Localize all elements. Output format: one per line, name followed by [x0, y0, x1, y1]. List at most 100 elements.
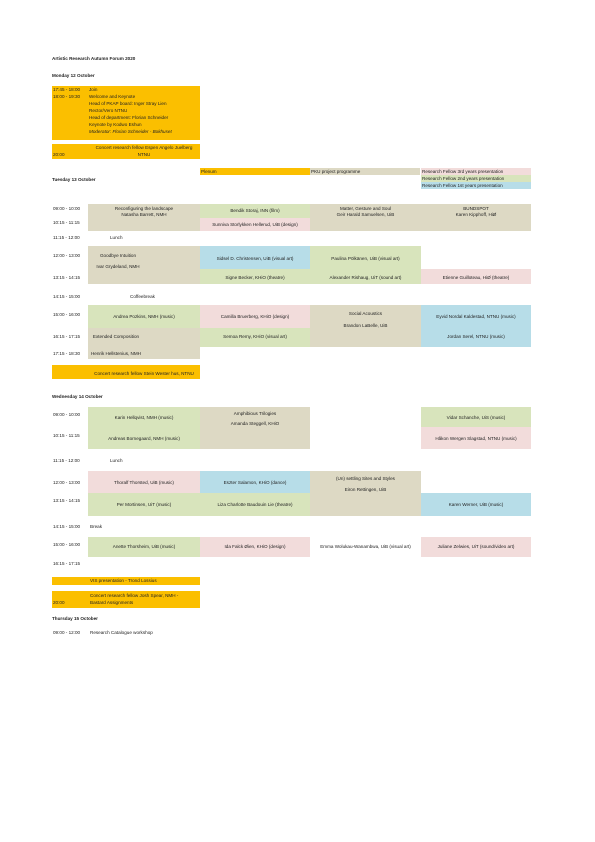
session-speaker: Natasha Barrett, NMH — [121, 212, 167, 217]
session-text: Moderator: Florian Schneider - Bokhuset — [89, 129, 172, 134]
session-text: Concert research fellow Espen Angelo Jue… — [95, 145, 193, 150]
session-speaker: Karen Kipphoff, HiØ — [455, 212, 497, 217]
time-label: 11:15 - 12:00 — [53, 235, 80, 240]
session-speaker: Camilla Bruerberg, KHiO (design) — [220, 314, 290, 319]
session-speaker: Sidsel D. Christensen, UiB (visual art) — [216, 256, 294, 261]
legend-plenum-swatch — [200, 168, 310, 175]
session-speaker: Ivar Grydeland, NMH — [96, 264, 140, 269]
legend-prio: PKU project programme — [311, 169, 361, 174]
page-title: Artistic Research Autumn Forum 2020 — [52, 56, 136, 61]
session-cell — [200, 204, 310, 218]
session-cell — [421, 204, 531, 231]
session-cell — [421, 537, 531, 557]
legend-year3: Research Fellow 3rd years presentation — [422, 169, 504, 174]
session-title: Extended Composition — [92, 334, 140, 339]
session-cell — [88, 427, 200, 449]
session-speaker: Andrea Pozkins, NMH (music) — [113, 314, 175, 319]
time-label: 13:15 - 14:15 — [53, 275, 81, 280]
session-speaker: Sunniva Storlykken Hellerud, UiB (design… — [212, 222, 298, 227]
session-text: Bastard Assignments — [90, 600, 134, 605]
session-text: Join — [89, 87, 98, 92]
session-speaker: Geir Harald Samuelsen, UiB — [336, 212, 395, 217]
tuesday-heading: Tuesday 13 October — [52, 177, 96, 182]
session-cell — [200, 493, 310, 516]
session-cell — [200, 218, 310, 231]
session-speaker: Eyvid Nordal Kaldestad, NTNU (music) — [436, 314, 516, 319]
session-cell — [310, 269, 421, 284]
time-label: 09:00 - 12:00 — [53, 630, 81, 635]
session-cell — [310, 305, 421, 347]
session-text: Concert research fellow Josh Spear, NMH … — [90, 593, 179, 598]
time-label: 14:15 - 15:00 — [53, 524, 81, 529]
monday-concert-block — [52, 144, 200, 159]
time-label: 13:15 - 14:15 — [53, 498, 81, 503]
session-speaker: Etienne Guilloteau, HiØ (theatre) — [442, 275, 510, 280]
session-speaker: Eszter Salamon, KHiO (dance) — [223, 480, 287, 485]
session-title: Goodbye Intuition — [99, 253, 136, 258]
legend-year1-swatch — [421, 182, 531, 189]
session-speaker: Jordan Serel, NTNU (music) — [447, 334, 505, 339]
session-text: Lunch — [110, 235, 123, 240]
session-speaker: Amanda Steggell, KHiO — [230, 421, 280, 426]
session-cell — [421, 407, 531, 427]
session-speaker: Karen Werner, UiB (music) — [448, 502, 504, 507]
session-title: Reconfiguring the landscape — [114, 206, 174, 211]
session-text: Concert research fellow Stein Wester hus… — [94, 371, 194, 376]
session-text: VIS presentation - Trond Lossius — [90, 578, 157, 583]
session-speaker: Brandon LaBelle, UiB — [343, 323, 388, 328]
session-speaker: Liza Charlotte Baudouin Lie (theatre) — [217, 502, 293, 507]
legend-prio-swatch — [310, 168, 420, 175]
time-label: 15:00 - 16:00 — [53, 312, 81, 317]
session-speaker: Juliane Zelwies, UiT (sound/video art) — [437, 544, 515, 549]
session-speaker: Paulina Pölkänen, UiB (visual art) — [331, 256, 400, 261]
time-label: 09:00 - 10:00 — [53, 412, 81, 417]
session-speaker: Anette Thorsheim, UiB (music) — [112, 544, 176, 549]
monday-heading: Monday 12 October — [52, 73, 95, 78]
session-speaker: Semoa Remy, KHiO (visual art) — [223, 334, 287, 339]
session-cell — [200, 537, 310, 557]
session-cell — [421, 493, 531, 516]
session-title: Matter, Gesture and Soul — [339, 206, 392, 211]
session-text: Research Catalogue workshop — [90, 630, 153, 635]
legend-plenum: Plenum — [201, 169, 217, 174]
session-title: Social Acoustics — [348, 311, 383, 316]
session-cell — [421, 305, 531, 347]
time-label: 17:15 - 18:30 — [53, 351, 81, 356]
session-cell — [88, 537, 200, 557]
session-cell — [200, 328, 310, 347]
time-label: 18:00 - 19:30 — [53, 94, 81, 99]
session-text: Lunch — [110, 458, 123, 463]
session-speaker: Eiron Rettingen, UiB — [344, 487, 387, 492]
wednesday-heading: Wednesday 14 October — [52, 394, 103, 399]
session-text: Break — [90, 524, 103, 529]
time-label: 10:15 - 11:15 — [53, 220, 80, 225]
session-cell — [200, 305, 310, 328]
wednesday-concert-block — [52, 591, 200, 608]
session-cell — [200, 269, 310, 284]
time-label: 09:00 - 10:00 — [53, 206, 81, 211]
session-speaker: Karin Hellqvist, NMH (music) — [114, 415, 174, 420]
time-label: 12:00 - 13:00 — [53, 480, 81, 485]
session-cell — [200, 471, 310, 493]
time-label: 15:00 - 16:00 — [53, 542, 81, 547]
legend-year3-swatch — [421, 168, 531, 175]
session-cell — [88, 471, 200, 493]
session-cell — [88, 493, 200, 516]
session-cell — [310, 471, 421, 516]
session-title: (Un) settling Sites and Styles — [336, 476, 395, 481]
session-speaker: Thoralf Thorsted, UiB (music) — [114, 480, 174, 485]
time-label: 20:00 — [53, 152, 65, 157]
session-speaker: Bendik Storaj, INN (film) — [230, 208, 280, 213]
session-cell — [88, 305, 200, 328]
time-label: 20:00 — [53, 600, 65, 605]
time-label: 16:15 - 17:15 — [53, 334, 81, 339]
session-cell — [200, 246, 310, 269]
time-label: 10:15 - 11:15 — [53, 433, 80, 438]
thursday-heading: Thursday 15 October — [52, 616, 98, 621]
session-text: Keynote by Kodwo Eshun — [89, 122, 142, 127]
session-text: Coffeebreak — [130, 294, 155, 299]
time-label: 12:00 - 13:00 — [53, 253, 81, 258]
time-label: 16:15 - 17:15 — [53, 561, 81, 566]
legend-year1: Research Fellow 1st years presentation — [422, 183, 503, 188]
